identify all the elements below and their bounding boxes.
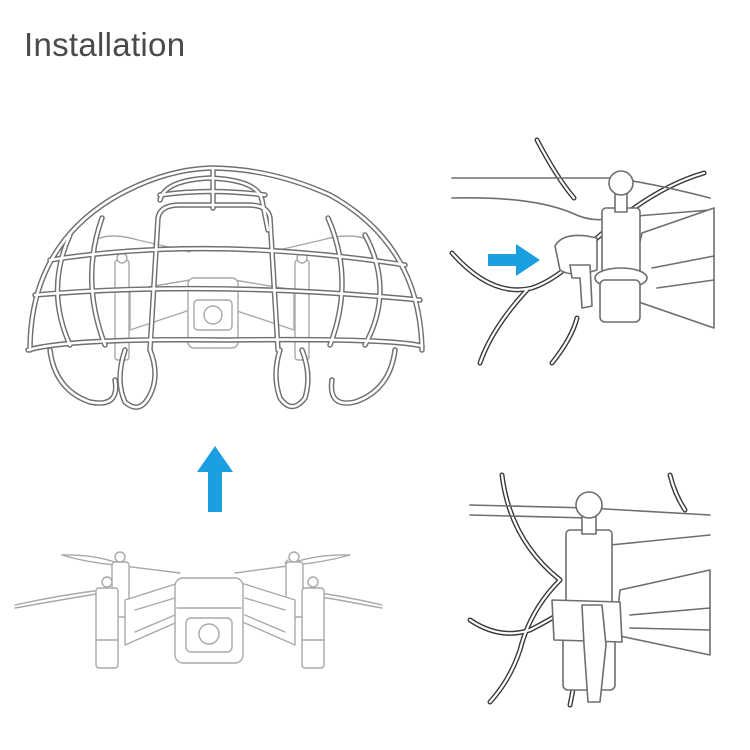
- cage-frame: [25, 165, 425, 410]
- detail-step-2-illustration: [467, 470, 720, 710]
- detail-step-1-illustration: [449, 137, 720, 366]
- arrow-right-icon: [488, 244, 540, 276]
- arrow-up-icon: [190, 440, 240, 520]
- clip-approach-drawing: [449, 137, 715, 366]
- page-title: Installation: [24, 26, 186, 63]
- clip-attached-drawing: [467, 472, 711, 708]
- caged-drone-drawing: [25, 165, 425, 410]
- drone-drawing: [14, 551, 383, 669]
- bare-drone-illustration: [10, 540, 390, 680]
- cage-assembled-illustration: [10, 140, 450, 430]
- inner-drone-drawing: [94, 235, 371, 361]
